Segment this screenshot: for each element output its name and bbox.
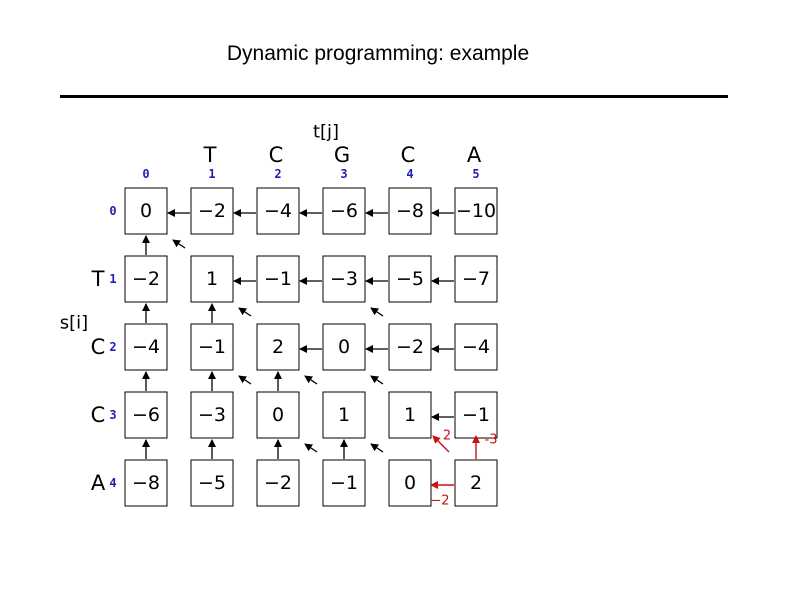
- matrix-cell-1-3: [322, 255, 366, 303]
- matrix-cell-1-4: [388, 255, 432, 303]
- candidate-score-left: −2: [430, 494, 449, 509]
- column-letter-1: T: [203, 143, 217, 167]
- matrix-value-0-2: −4: [264, 200, 292, 222]
- row-letter-1: T: [91, 267, 105, 291]
- matrix-value-0-1: −2: [198, 200, 226, 222]
- arrow-diag-4-3: [304, 443, 318, 453]
- matrix-cell-4-0: [124, 459, 168, 507]
- matrix-value-4-2: −2: [264, 472, 292, 494]
- row-index-0: 0: [109, 204, 116, 218]
- column-letter-3: G: [334, 143, 350, 167]
- matrix-value-4-5: 2: [470, 472, 482, 494]
- matrix-cell-4-1: [190, 459, 234, 507]
- matrix-cell-0-2: [256, 187, 300, 235]
- matrix-value-1-3: −3: [330, 268, 358, 290]
- matrix-value-1-2: −1: [264, 268, 292, 290]
- matrix-cell-2-2: [256, 323, 300, 371]
- matrix-cell-1-5: [454, 255, 498, 303]
- matrix-cell-4-5: [454, 459, 498, 507]
- column-index-5: 5: [472, 167, 479, 181]
- slide-title: Dynamic programming: example: [226, 42, 530, 65]
- matrix-value-4-4: 0: [404, 472, 416, 494]
- matrix-value-0-4: −8: [396, 200, 424, 222]
- matrix-value-3-4: 1: [404, 404, 416, 426]
- candidate-score-up: -3: [485, 433, 498, 448]
- arrow-diag-1-1: [172, 239, 186, 249]
- row-letter-4: A: [91, 471, 106, 495]
- matrix-value-3-2: 0: [272, 404, 284, 426]
- matrix-cell-1-2: [256, 255, 300, 303]
- arrow-diag-3-2: [238, 375, 252, 385]
- matrix-value-0-3: −6: [330, 200, 358, 222]
- matrix-cell-3-1: [190, 391, 234, 439]
- column-index-4: 4: [406, 167, 413, 181]
- t-axis-label: t[j]: [313, 122, 339, 143]
- row-index-1: 1: [109, 272, 116, 286]
- column-index-1: 1: [208, 167, 215, 181]
- arrow-diag-3-4: [370, 375, 384, 385]
- matrix-cell-2-5: [454, 323, 498, 371]
- matrix-value-1-5: −7: [462, 268, 490, 290]
- matrix-cell-2-1: [190, 323, 234, 371]
- matrix-cell-3-4: [388, 391, 432, 439]
- matrix-value-3-5: −1: [462, 404, 490, 426]
- matrix-cell-4-3: [322, 459, 366, 507]
- matrix-value-2-0: −4: [132, 336, 160, 358]
- matrix-cell-2-3: [322, 323, 366, 371]
- row-index-3: 3: [109, 408, 116, 422]
- matrix-cell-2-4: [388, 323, 432, 371]
- matrix-value-0-5: −10: [456, 200, 496, 222]
- row-letter-2: C: [91, 335, 106, 359]
- matrix-cell-1-1: [190, 255, 234, 303]
- matrix-cell-0-5: [454, 187, 498, 235]
- matrix-value-4-0: −8: [132, 472, 160, 494]
- matrix-value-3-3: 1: [338, 404, 350, 426]
- matrix-cell-3-2: [256, 391, 300, 439]
- matrix-cell-3-3: [322, 391, 366, 439]
- arrow-diag-4-4: [370, 443, 384, 453]
- row-index-2: 2: [109, 340, 116, 354]
- matrix-cell-3-0: [124, 391, 168, 439]
- column-letter-2: C: [269, 143, 284, 167]
- matrix-cell-4-2: [256, 459, 300, 507]
- matrix-value-2-4: −2: [396, 336, 424, 358]
- matrix-value-2-1: −1: [198, 336, 226, 358]
- matrix-value-1-1: 1: [206, 268, 218, 290]
- title-divider: [60, 95, 728, 98]
- matrix-value-1-0: −2: [132, 268, 160, 290]
- matrix-cell-1-0: [124, 255, 168, 303]
- matrix-value-1-4: −5: [396, 268, 424, 290]
- arrow-diag-2-4: [370, 307, 384, 317]
- column-letter-5: A: [467, 143, 482, 167]
- arrow-diag-3-3: [304, 375, 318, 385]
- matrix-value-2-2: 2: [272, 336, 284, 358]
- matrix-value-4-1: −5: [198, 472, 226, 494]
- column-index-0: 0: [142, 167, 149, 181]
- matrix-value-2-5: −4: [462, 336, 490, 358]
- column-index-3: 3: [340, 167, 347, 181]
- matrix-value-4-3: −1: [330, 472, 358, 494]
- matrix-cell-0-1: [190, 187, 234, 235]
- matrix-value-2-3: 0: [338, 336, 350, 358]
- column-letter-4: C: [401, 143, 416, 167]
- matrix-cell-2-0: [124, 323, 168, 371]
- matrix-value-3-1: −3: [198, 404, 226, 426]
- row-index-4: 4: [109, 476, 116, 490]
- matrix-value-0-0: 0: [140, 200, 152, 222]
- arrow-diag-2-2: [238, 307, 252, 317]
- matrix-cell-3-5: [454, 391, 498, 439]
- s-axis-label: s[i]: [60, 313, 88, 334]
- row-letter-3: C: [91, 403, 106, 427]
- candidate-arrow-diag: [432, 435, 450, 453]
- matrix-cell-0-3: [322, 187, 366, 235]
- candidate-score-diag: 2: [443, 429, 451, 444]
- matrix-value-3-0: −6: [132, 404, 160, 426]
- column-index-2: 2: [274, 167, 281, 181]
